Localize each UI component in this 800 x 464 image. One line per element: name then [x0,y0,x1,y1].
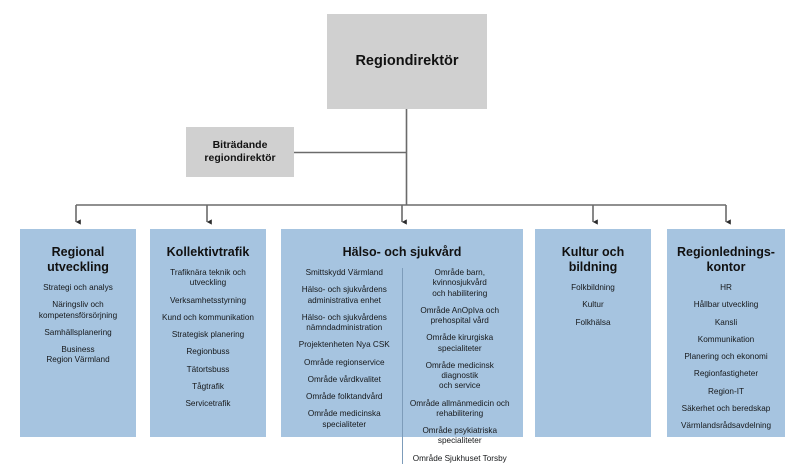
list-item: Planering och ekonomi [684,352,768,361]
dept-title-line2: kontor [706,260,746,274]
dept-regional-utveckling-title: Regional utveckling [26,245,130,275]
node-bitradande-regiondirektor: Biträdande regiondirektör [186,127,294,177]
dept-halso-subcolumn-left: Smittskydd Värmland Hälso- och sjukvårde… [287,268,403,464]
list-item: Tätortsbuss [186,364,230,374]
dept-regionledningskontor-items: HR Hållbar utveckling Kansli Kommunikati… [673,283,779,431]
dept-kultur-och-bildning: Kultur och bildning Folkbildning Kultur … [535,229,651,437]
list-item: Kansli [714,317,738,327]
dept-kultur-och-bildning-title: Kultur och bildning [541,245,645,275]
node-regiondirektor: Regiondirektör [327,14,487,109]
list-item: Smittskydd Värmland [305,268,383,277]
list-item: Tågtrafik [192,381,224,391]
dept-title-line2: bildning [568,260,618,274]
list-item: Värmlandsrådsavdelning [680,421,772,430]
list-item: Hållbar utveckling [693,300,759,310]
dept-title-line1: Regional [51,245,105,259]
list-item: Verksamhetsstyrning [170,295,246,305]
list-item: Område folktandvård [306,392,383,401]
list-item: Område vårdkvalitet [307,374,381,384]
list-item: Region-IT [708,386,744,396]
list-item: Kultur [582,300,604,310]
dept-halso-och-sjukvard-title: Hälso- och sjukvård [342,245,462,259]
list-item: Säkerhet och beredskap [681,403,771,413]
list-item: Folkhälsa [575,317,611,327]
dept-title-line2: utveckling [47,260,109,274]
node-bitradande-regiondirektor-label: Biträdande regiondirektör [204,139,275,165]
list-item: Servicetrafik [185,399,231,408]
list-item: Område Sjukhuset Torsby [412,453,507,463]
connector-lines [75,109,731,225]
dept-halso-och-sjukvard-columns: Smittskydd Värmland Hälso- och sjukvårde… [287,268,517,464]
dept-regional-utveckling: Regional utveckling Strategi och analys … [20,229,136,437]
list-item: Område regionservice [303,357,385,367]
org-chart: Regiondirektör Biträdande regiondirektör… [20,14,785,464]
deputy-label-line2: regiondirektör [204,152,276,164]
dept-regionledningskontor-title: Regionlednings- kontor [673,245,779,275]
list-item: Strategisk planering [171,330,245,339]
dept-title-line1: Kultur och [561,245,625,259]
list-item: Område kirurgiska specialiteter [426,333,494,353]
dept-halso-och-sjukvard: Hälso- och sjukvård Smittskydd Värmland … [281,229,523,464]
list-item: Samhällsplanering [44,327,112,337]
dept-kollektivtrafik-title: Kollektivtrafik [166,245,250,259]
deputy-label-line1: Biträdande [212,138,268,151]
list-item: Kommunikation [697,334,755,344]
list-item: Strategi och analys [43,283,113,292]
dept-title-line1: Regionlednings- [677,245,775,259]
node-regiondirektor-label: Regiondirektör [355,53,459,70]
list-item: HR [720,283,732,292]
list-item: Projektenheten Nya CSK [298,340,390,350]
list-item: Folkbildning [571,283,615,292]
dept-kultur-och-bildning-items: Folkbildning Kultur Folkhälsa [541,283,645,328]
list-item: Regionbuss [186,347,230,357]
dept-regionledningskontor: Regionlednings- kontor HR Hållbar utveck… [667,229,785,437]
list-item: Kund och kommunikation [162,312,254,322]
list-item: Regionfastigheter [693,369,759,379]
